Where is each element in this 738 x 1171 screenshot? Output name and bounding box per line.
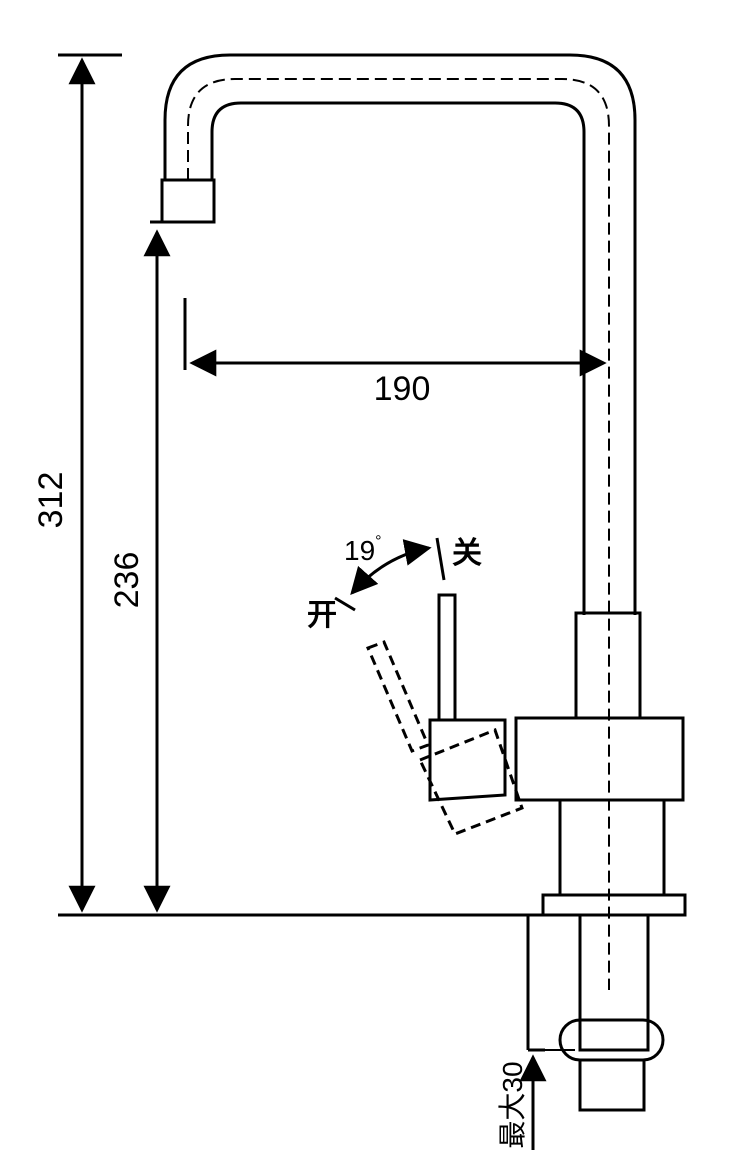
aerator xyxy=(150,178,216,224)
dim-spout-height: 236 xyxy=(108,229,171,913)
lower-shank xyxy=(558,798,666,897)
dim-handle-angle-label: 19° xyxy=(344,533,382,566)
dim-total-height-label: 312 xyxy=(32,472,70,529)
counter-slab xyxy=(526,915,545,1052)
label-close: 关 xyxy=(452,537,482,570)
angle-value: 19 xyxy=(344,535,375,566)
angle-unit: ° xyxy=(375,533,381,550)
faucet-body xyxy=(514,716,685,802)
dim-spout-height-label: 236 xyxy=(108,552,146,609)
handle-closed xyxy=(428,593,507,802)
dim-reach: 190 xyxy=(183,298,607,408)
handle-open xyxy=(366,640,524,836)
spout-outer-edge xyxy=(163,53,637,615)
dim-max-thickness-label: 最大30 xyxy=(497,1061,528,1148)
dim-reach-label: 190 xyxy=(374,370,431,408)
spout xyxy=(163,53,637,990)
threaded-stud xyxy=(578,913,650,1052)
spout-centerline xyxy=(187,78,610,990)
dim-total-height: 312 xyxy=(32,53,122,913)
dim-max-thickness: 最大30 xyxy=(497,1049,575,1150)
dim-handle-angle: 19° 关 开 xyxy=(307,533,482,632)
bottom-connector xyxy=(578,1058,646,1112)
spout-inner-edge xyxy=(210,101,586,615)
label-open: 开 xyxy=(307,599,337,632)
mounting-plate xyxy=(541,893,687,917)
